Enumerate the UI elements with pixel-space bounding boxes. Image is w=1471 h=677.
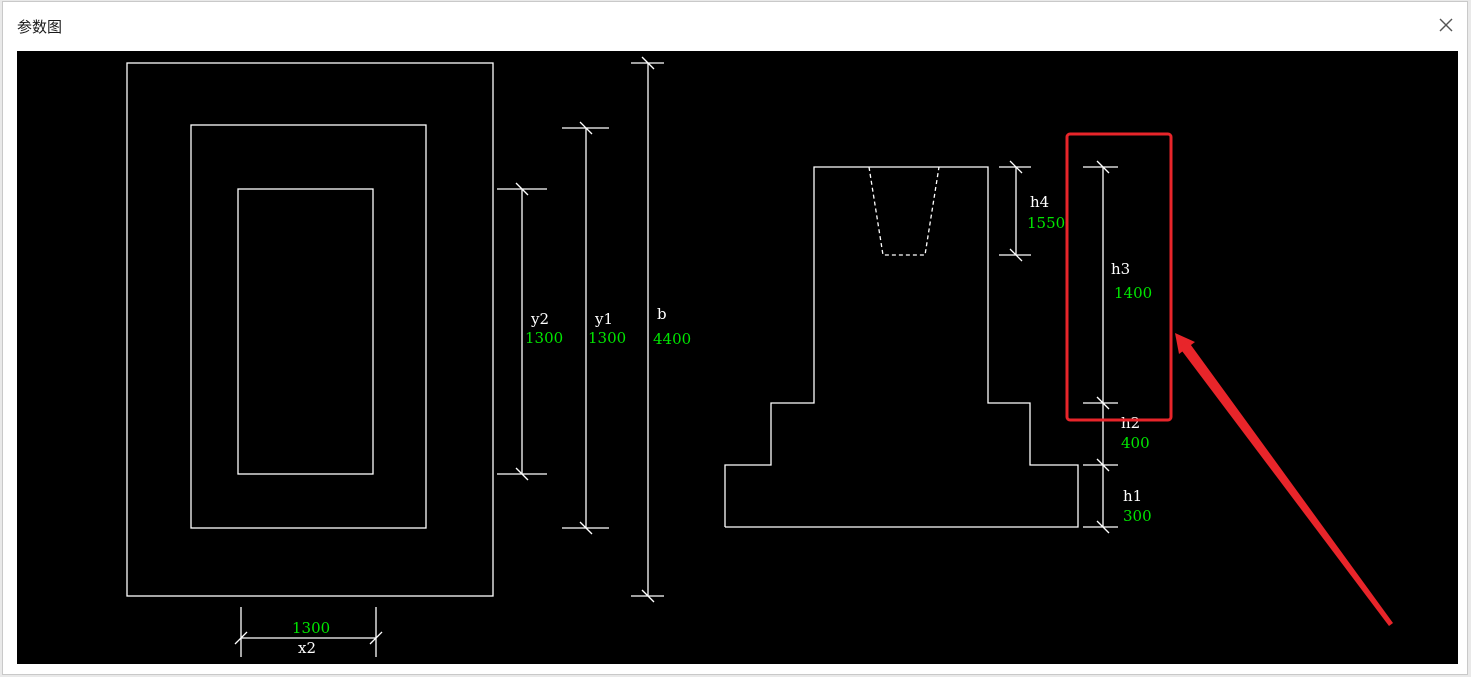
value-h2: 400 bbox=[1121, 434, 1150, 452]
close-icon bbox=[1439, 18, 1453, 32]
value-h4: 1550 bbox=[1027, 214, 1065, 232]
dimension-y2 bbox=[497, 182, 547, 481]
label-x2: x2 bbox=[298, 639, 316, 657]
value-y1: 1300 bbox=[588, 329, 626, 347]
dimension-y1 bbox=[562, 121, 609, 535]
label-h3: h3 bbox=[1111, 260, 1130, 278]
dimension-x2 bbox=[234, 607, 383, 657]
dimension-b bbox=[631, 56, 664, 603]
title-bar: 参数图 bbox=[3, 2, 1467, 48]
plan-outer-rect bbox=[126, 62, 494, 597]
label-y1: y1 bbox=[594, 310, 613, 328]
label-y2: y2 bbox=[530, 310, 549, 328]
annotation-arrow bbox=[1175, 333, 1393, 626]
socket-dashed-outline bbox=[868, 166, 940, 256]
value-b: 4400 bbox=[653, 330, 691, 348]
label-b: b bbox=[657, 305, 667, 323]
plan-middle-rect bbox=[190, 124, 427, 529]
value-h3: 1400 bbox=[1114, 284, 1152, 302]
dimension-h3-h2-h1 bbox=[1083, 160, 1118, 534]
plan-inner-rect bbox=[237, 188, 374, 475]
value-y2: 1300 bbox=[525, 329, 563, 347]
window-title: 参数图 bbox=[17, 18, 63, 36]
label-h2: h2 bbox=[1121, 414, 1140, 432]
highlight-box-h3 bbox=[1065, 132, 1173, 422]
dimension-h4 bbox=[999, 160, 1031, 262]
value-h1: 300 bbox=[1123, 507, 1152, 525]
label-h4: h4 bbox=[1030, 193, 1049, 211]
value-x2: 1300 bbox=[292, 619, 330, 637]
label-h1: h1 bbox=[1123, 487, 1142, 505]
section-outline bbox=[724, 166, 1079, 528]
close-button[interactable] bbox=[1433, 12, 1459, 38]
diagram-svg: y2 1300 y1 1300 b 4400 1300 x2 h4 1550 h… bbox=[126, 56, 1393, 657]
diagram-canvas: y2 1300 y1 1300 b 4400 1300 x2 h4 1550 h… bbox=[17, 51, 1458, 664]
